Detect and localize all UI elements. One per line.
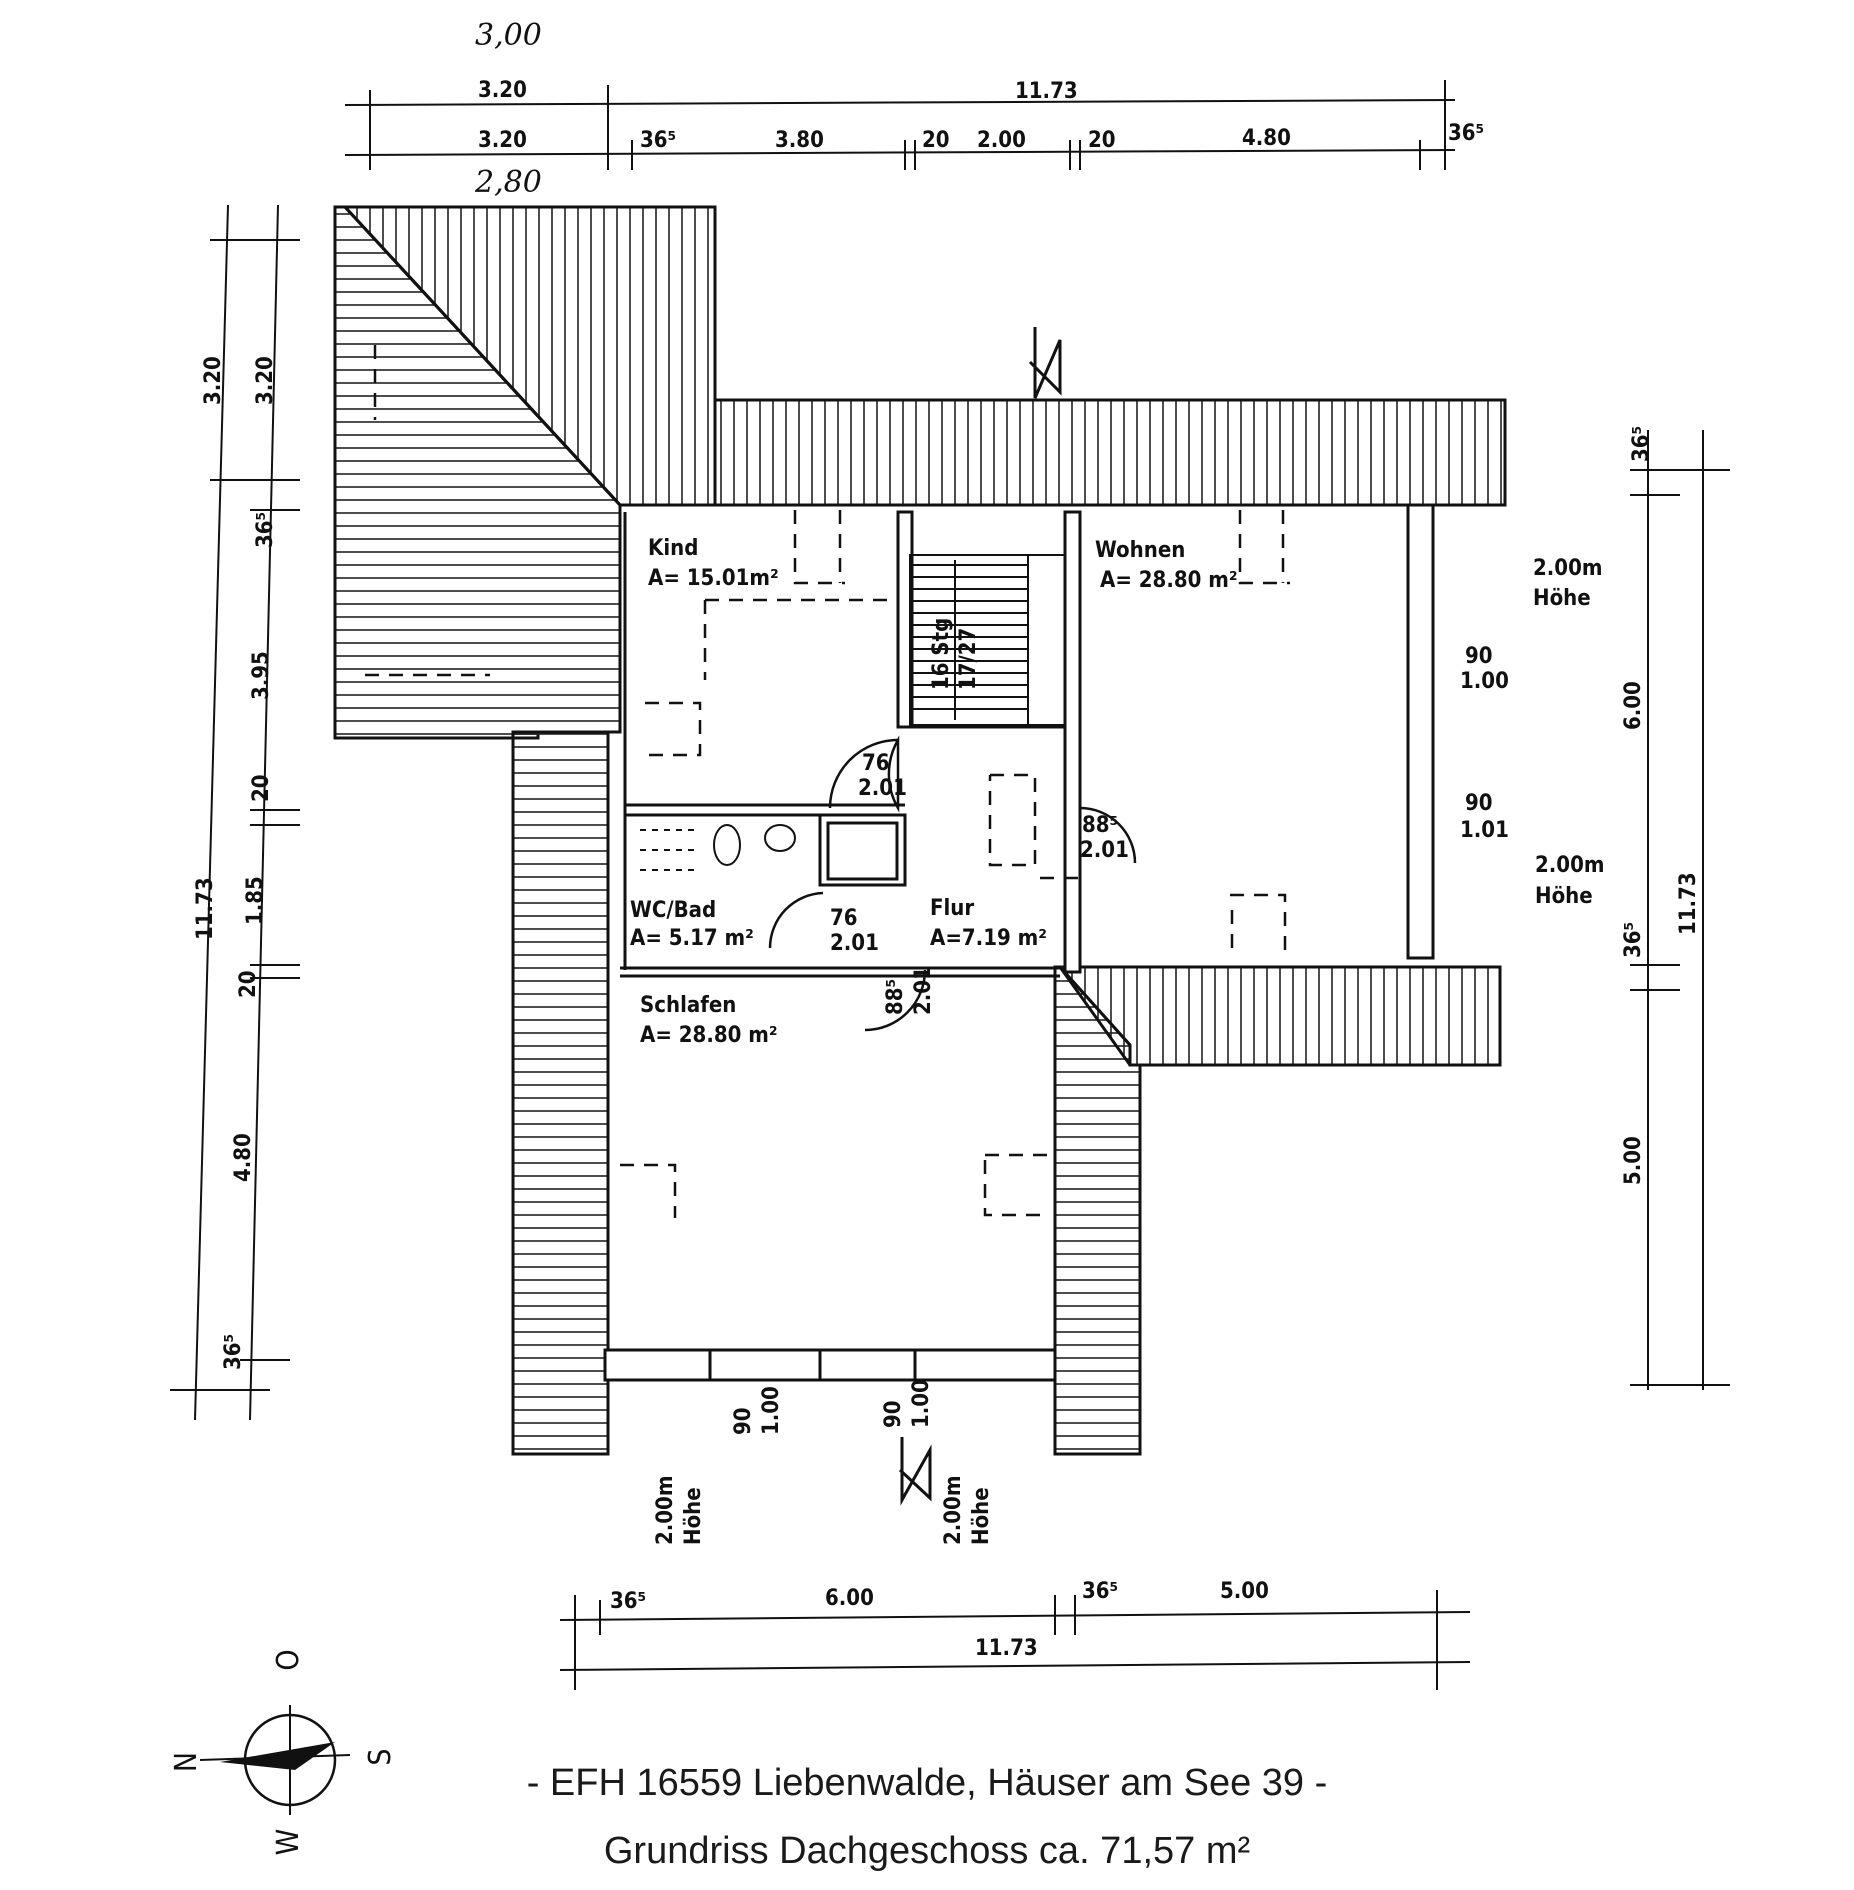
window-3-w: 90 <box>731 1407 756 1435</box>
caption-address: - EFH 16559 Liebenwalde, Häuser am See 3… <box>526 1762 1328 1804</box>
left-dimensions: 3.20 11.73 3.20 36⁵ 3.95 20 1.85 20 4.80… <box>193 356 278 1370</box>
room-flur-name: Flur <box>930 896 974 921</box>
door-bad-w: 76 <box>830 906 858 931</box>
height-3-label: Höhe <box>681 1487 706 1545</box>
dim-left-inner-5: 20 <box>236 970 261 998</box>
compass-rose: N O S W <box>169 1649 398 1855</box>
dim-handwritten-b: 2,80 <box>474 165 542 200</box>
dim-top-seg-2: 20 <box>922 128 950 153</box>
room-wohnen-name: Wohnen <box>1095 538 1185 563</box>
dim-left-inner-7: 36⁵ <box>221 1334 246 1370</box>
height-2-label: Höhe <box>1535 884 1593 909</box>
stair <box>909 554 1066 726</box>
dim-top-seg-4: 20 <box>1088 128 1116 153</box>
dim-left-inner-2: 3.95 <box>249 651 274 700</box>
window-2-w: 90 <box>1465 791 1493 816</box>
dim-top-seg-0: 36⁵ <box>640 128 676 153</box>
dim-bottom-total: 11.73 <box>975 1636 1038 1661</box>
dormer-marks <box>365 345 1290 1218</box>
caption-plan-title: Grundriss Dachgeschoss ca. 71,57 m² <box>603 1830 1251 1872</box>
roof-hatching <box>333 205 1507 1456</box>
room-schlafen-area: A= 28.80 m² <box>640 1023 778 1048</box>
dimension-lines <box>170 80 1730 1690</box>
room-kind-name: Kind <box>648 536 698 561</box>
room-labels: Kind A= 15.01m² Wohnen A= 28.80 m² WC/Ba… <box>630 536 1238 1048</box>
dim-left-outer-0: 3.20 <box>201 356 226 405</box>
window-1-h: 1.00 <box>1460 669 1509 694</box>
walls <box>603 503 1435 1382</box>
bathroom-fixtures <box>640 824 796 871</box>
door-wohnen-w: 88⁵ <box>1082 813 1118 838</box>
stair-steps: 16 Stg <box>929 618 954 690</box>
door-swings <box>768 735 1137 1032</box>
height-4-value: 2.00m <box>941 1476 966 1545</box>
height-labels: 2.00m Höhe 2.00m Höhe 2.00m Höhe 2.00m H… <box>653 556 1604 1545</box>
room-wcbad-name: WC/Bad <box>630 898 716 923</box>
door-kind-w: 76 <box>862 751 890 776</box>
dim-left-inner-6: 4.80 <box>231 1133 256 1182</box>
window-3-h: 1.00 <box>759 1386 784 1435</box>
window-1-w: 90 <box>1465 644 1493 669</box>
dim-top-seg-5: 4.80 <box>1242 126 1291 151</box>
stair-labels: 16 Stg 17/27 <box>929 618 981 690</box>
dim-bottom-seg-2: 36⁵ <box>1082 1579 1118 1604</box>
compass-n: N <box>169 1752 204 1772</box>
right-dimensions: 36⁵ 6.00 36⁵ 5.00 11.73 <box>1621 426 1701 1185</box>
dim-left-outer-1: 11.73 <box>193 877 218 940</box>
section-arrows <box>898 327 1062 1506</box>
door-schlafen-h: 2.01 <box>911 966 936 1015</box>
room-kind-area: A= 15.01m² <box>648 566 779 591</box>
dim-left-inner-3: 20 <box>249 774 274 802</box>
dim-left-inner-0: 3.20 <box>253 356 278 405</box>
dim-right-inner-3: 5.00 <box>1621 1136 1646 1185</box>
dim-left-inner-1: 36⁵ <box>253 512 278 548</box>
height-3-value: 2.00m <box>653 1476 678 1545</box>
height-1-value: 2.00m <box>1533 556 1602 581</box>
dim-top-left-a: 3.20 <box>478 78 527 103</box>
door-bad-h: 2.01 <box>830 931 879 956</box>
compass-w: W <box>271 1829 306 1856</box>
height-1-label: Höhe <box>1533 586 1591 611</box>
top-dimensions: 3,00 11.73 3.20 3.20 2,80 36⁵ 3.80 20 2.… <box>474 18 1484 200</box>
dim-right-inner-0: 36⁵ <box>1629 426 1654 462</box>
dim-bottom-seg-1: 6.00 <box>825 1586 874 1611</box>
room-wcbad-area: A= 5.17 m² <box>630 926 754 951</box>
room-wohnen-area: A= 28.80 m² <box>1100 568 1238 593</box>
dim-left-inner-4: 1.85 <box>243 876 268 925</box>
door-kind-h: 2.01 <box>858 776 907 801</box>
room-schlafen-name: Schlafen <box>640 993 736 1018</box>
dim-right-outer: 11.73 <box>1676 872 1701 935</box>
dim-top-total: 11.73 <box>1015 79 1078 104</box>
stair-ratio: 17/27 <box>956 628 981 690</box>
compass-o: O <box>271 1649 306 1670</box>
dim-top-left-b: 3.20 <box>478 128 527 153</box>
room-flur-area: A=7.19 m² <box>930 926 1047 951</box>
dim-right-inner-1: 6.00 <box>1621 681 1646 730</box>
dim-top-seg-3: 2.00 <box>977 128 1026 153</box>
height-4-label: Höhe <box>969 1487 994 1545</box>
window-2-h: 1.01 <box>1460 818 1509 843</box>
window-4-w: 90 <box>881 1400 906 1428</box>
dim-top-seg-1: 3.80 <box>775 128 824 153</box>
dim-bottom-seg-0: 36⁵ <box>610 1589 646 1614</box>
dim-bottom-seg-3: 5.00 <box>1220 1579 1269 1604</box>
door-wohnen-h: 2.01 <box>1080 838 1129 863</box>
dim-top-seg-6: 36⁵ <box>1448 121 1484 146</box>
dim-right-inner-2: 36⁵ <box>1621 922 1646 958</box>
window-4-h: 1.00 <box>909 1379 934 1428</box>
door-schlafen-w: 88⁵ <box>883 979 908 1015</box>
window-labels: 90 1.00 90 1.01 90 1.00 90 1.00 <box>731 644 1509 1435</box>
compass-s: S <box>363 1748 398 1765</box>
height-2-value: 2.00m <box>1535 853 1604 878</box>
bottom-dimensions: 36⁵ 6.00 36⁵ 5.00 11.73 <box>610 1579 1269 1661</box>
dim-handwritten-a: 3,00 <box>475 18 542 53</box>
door-labels: 76 2.01 88⁵ 2.01 76 2.01 88⁵ 2.01 <box>830 751 1129 1015</box>
